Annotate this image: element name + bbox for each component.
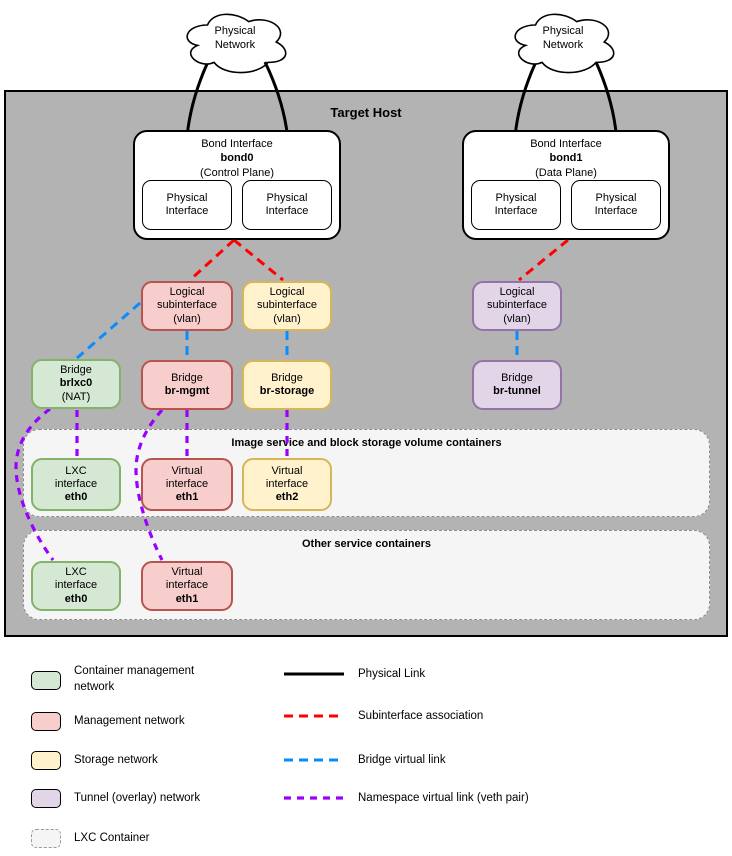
- bridge-br-storage-name: br-storage: [259, 385, 315, 397]
- container-image-storage-title: Image service and block storage volume c…: [231, 437, 502, 449]
- subinterface-tunnel-label: Logical subinterface (vlan): [487, 286, 547, 325]
- bridge-brlxc0-type: Bridge: [60, 364, 92, 377]
- physical-interface-box: Physical Interface: [142, 180, 232, 230]
- veth-link-sample: [284, 796, 344, 800]
- lxc-container-swatch: [31, 828, 61, 848]
- red-swatch: [31, 711, 61, 731]
- legend-subinterface-association: Subinterface association: [282, 706, 483, 726]
- c1-virtual-eth1-box: Virtual interface eth1: [141, 458, 233, 511]
- physical-interface-label: Physical Interface: [265, 191, 309, 217]
- purple-swatch: [31, 788, 61, 808]
- bridge-brlxc0-name: brlxc0: [59, 377, 93, 390]
- legend-physical-link: Physical Link: [282, 664, 425, 684]
- bond0-name: bond0: [220, 152, 254, 165]
- legend-lxc-container: LXC Container: [31, 828, 149, 848]
- c2-eth1-name: eth1: [175, 592, 199, 605]
- physical-interface-label: Physical Interface: [494, 191, 538, 217]
- subinterface-mgmt-box: Logical subinterface (vlan): [141, 281, 233, 331]
- bond0-title: Bond Interface: [201, 138, 273, 150]
- subinterface-mgmt-label: Logical subinterface (vlan): [157, 286, 217, 325]
- legend-label: Storage network: [74, 754, 158, 766]
- bond1-plane: (Data Plane): [535, 166, 597, 179]
- legend-label: Physical Link: [358, 668, 426, 680]
- c1-eth2-type: Virtual interface: [265, 464, 309, 490]
- cloud-label-right: Physical Network: [508, 18, 618, 60]
- legend-tunnel-network: Tunnel (overlay) network: [31, 788, 200, 808]
- physical-interface-label: Physical Interface: [165, 191, 209, 217]
- legend-label: LXC Container: [74, 832, 150, 844]
- bridge-brlxc0-note: (NAT): [61, 390, 91, 403]
- cloud-label-right-text: Physical Network: [542, 25, 584, 51]
- legend-label: Tunnel (overlay) network: [74, 792, 201, 804]
- legend-storage-network: Storage network: [31, 750, 158, 770]
- c1-eth1-type: Virtual interface: [165, 464, 209, 490]
- c1-eth0-type: LXC interface: [54, 464, 98, 490]
- cloud-label-left-text: Physical Network: [214, 25, 256, 51]
- legend-label: Container management network: [74, 665, 195, 693]
- legend-management-network: Management network: [31, 711, 185, 731]
- bridge-br-tunnel-box: Bridge br-tunnel: [472, 360, 562, 410]
- bridge-br-storage-box: Bridge br-storage: [242, 360, 332, 410]
- subinterface-storage-box: Logical subinterface (vlan): [242, 281, 332, 331]
- bond0-plane: (Control Plane): [200, 166, 274, 179]
- legend-container-mgmt-network: Container management network: [31, 665, 206, 693]
- legend-label: Namespace virtual link (veth pair): [358, 792, 529, 804]
- bridge-br-mgmt-type: Bridge: [171, 371, 203, 384]
- c1-lxc-eth0-box: LXC interface eth0: [31, 458, 121, 511]
- target-host-title: Target Host: [330, 105, 402, 120]
- bridge-link-sample: [284, 758, 344, 762]
- subinterface-tunnel-box: Logical subinterface (vlan): [472, 281, 562, 331]
- green-swatch: [31, 670, 61, 690]
- bridge-brlxc0-box: Bridge brlxc0 (NAT): [31, 359, 121, 409]
- physical-interface-box: Physical Interface: [471, 180, 561, 230]
- c2-lxc-eth0-box: LXC interface eth0: [31, 561, 121, 611]
- c2-eth1-type: Virtual interface: [165, 566, 209, 592]
- bridge-br-mgmt-name: br-mgmt: [164, 385, 210, 397]
- physical-interface-box: Physical Interface: [571, 180, 661, 230]
- c2-eth0-type: LXC interface: [54, 566, 98, 592]
- c2-virtual-eth1-box: Virtual interface eth1: [141, 561, 233, 611]
- container-other-title: Other service containers: [301, 538, 431, 550]
- cloud-label-left: Physical Network: [180, 18, 290, 60]
- physical-link-sample: [284, 672, 344, 676]
- c1-virtual-eth2-box: Virtual interface eth2: [242, 458, 332, 511]
- legend-label: Bridge virtual link: [358, 754, 446, 766]
- bond1-name: bond1: [549, 152, 583, 165]
- legend-bridge-virtual-link: Bridge virtual link: [282, 750, 446, 770]
- legend-label: Subinterface association: [358, 710, 484, 722]
- bridge-br-storage-type: Bridge: [271, 371, 303, 384]
- yellow-swatch: [31, 750, 61, 770]
- bridge-br-mgmt-box: Bridge br-mgmt: [141, 360, 233, 410]
- physical-interface-box: Physical Interface: [242, 180, 332, 230]
- subinterface-link-sample: [284, 714, 344, 718]
- bridge-br-tunnel-name: br-tunnel: [493, 385, 541, 397]
- bond1-title: Bond Interface: [530, 138, 602, 150]
- subinterface-storage-label: Logical subinterface (vlan): [257, 286, 317, 325]
- bridge-br-tunnel-type: Bridge: [501, 371, 533, 384]
- legend-label: Management network: [74, 715, 185, 727]
- legend-namespace-virtual-link: Namespace virtual link (veth pair): [282, 788, 529, 808]
- c1-eth0-name: eth0: [64, 491, 88, 504]
- c1-eth2-name: eth2: [275, 491, 299, 504]
- c1-eth1-name: eth1: [175, 491, 199, 504]
- c2-eth0-name: eth0: [64, 592, 88, 605]
- physical-interface-label: Physical Interface: [594, 191, 638, 217]
